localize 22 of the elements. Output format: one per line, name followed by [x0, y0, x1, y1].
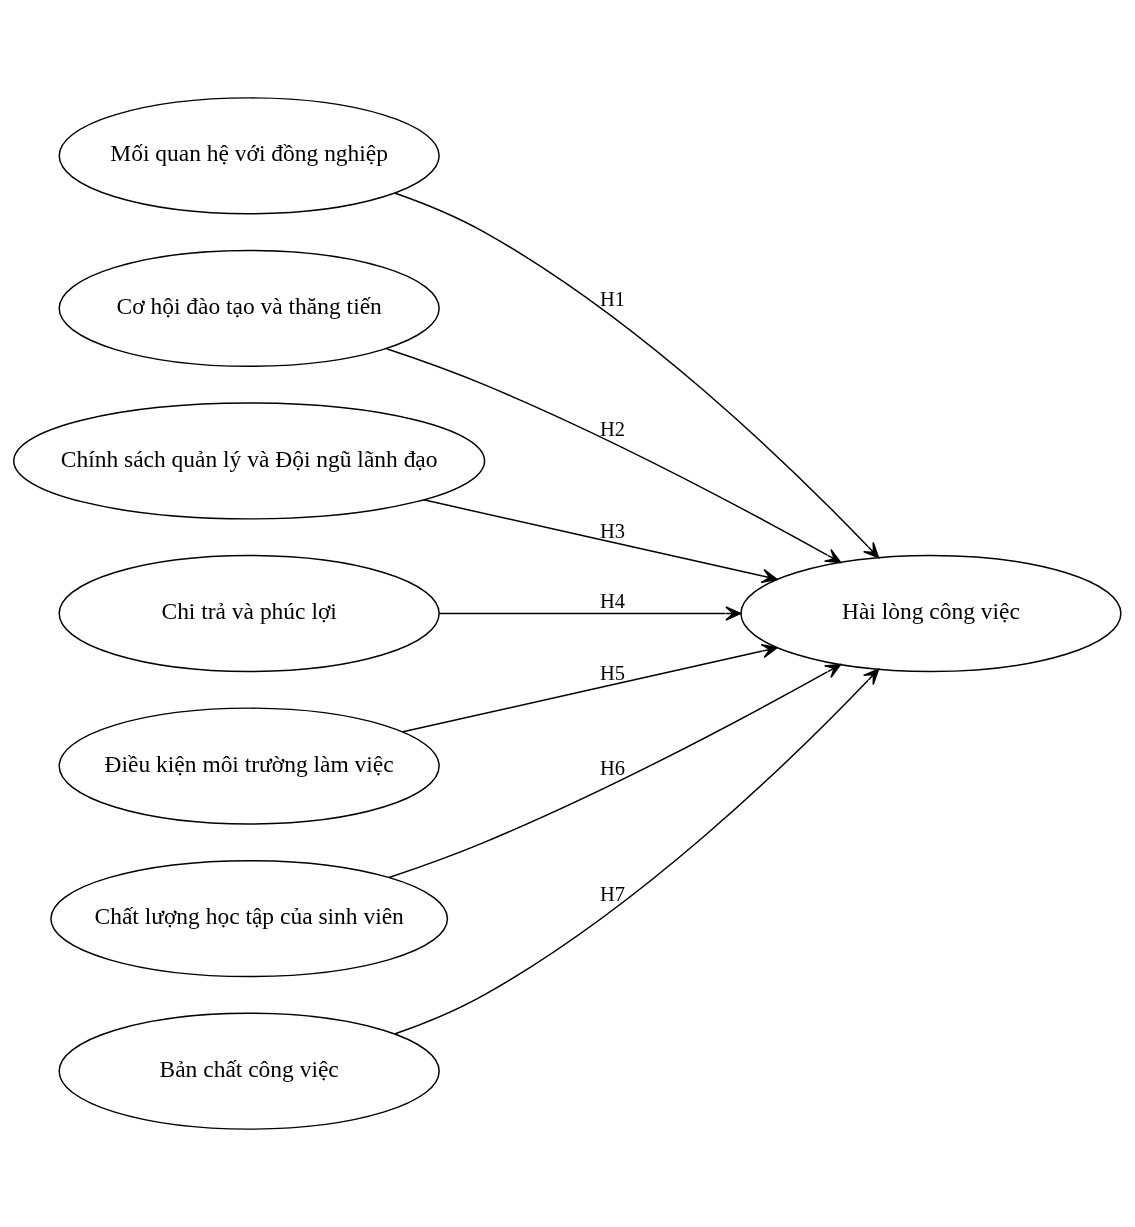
arrow — [385, 348, 842, 564]
edge-label: H6 — [600, 757, 626, 780]
edge-label: H3 — [600, 519, 626, 542]
edge-label: H7 — [600, 883, 626, 906]
edge-label: H4 — [600, 589, 626, 612]
edge-label: H1 — [600, 287, 626, 310]
node-ellipse: Điều kiện môi trường làm việc — [58, 707, 440, 825]
arrow — [394, 668, 880, 1035]
node-ellipse: Chi trả và phúc lợi — [58, 554, 440, 673]
node-ellipse: Chất lượng học tập của sinh viên — [50, 859, 449, 978]
node-ellipse: Bản chất công việc — [58, 1012, 440, 1130]
edge-label: H2 — [600, 418, 626, 441]
node-ellipse: Mối quan hệ với đồng nghiệp — [58, 97, 440, 215]
arrow — [388, 663, 842, 879]
node-ellipse: Hài lòng công việc — [740, 554, 1122, 673]
arrow — [438, 606, 742, 621]
arrow — [422, 499, 778, 584]
arrow — [402, 643, 778, 733]
edge-label: H5 — [600, 661, 626, 684]
arrow — [394, 192, 880, 559]
node-ellipse: Chính sách quản lý và Đội ngũ lãnh đạo — [13, 402, 486, 520]
node-ellipse: Cơ hội đào tạo và thăng tiến — [58, 249, 440, 368]
